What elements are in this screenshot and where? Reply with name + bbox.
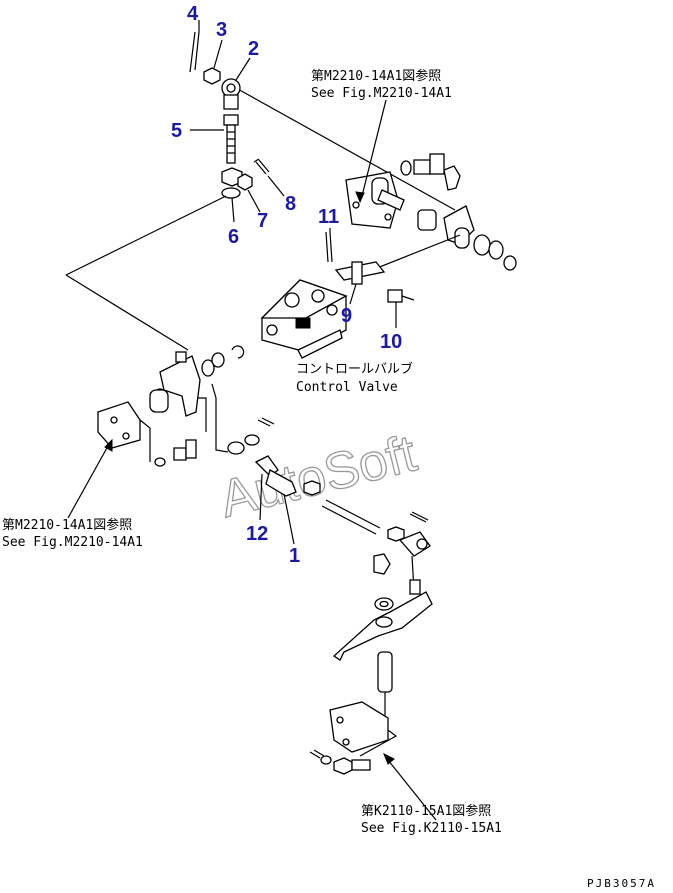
reference-notes: 第M2210-14A1図参照 See Fig.M2210-14A1 コントロール…	[2, 68, 656, 890]
lower-lever	[309, 511, 433, 775]
callout-12: 12	[246, 523, 268, 545]
callout-6: 6	[228, 226, 239, 248]
left-linkage	[97, 345, 405, 542]
ref-top-en: See Fig.M2210-14A1	[311, 86, 452, 101]
callout-9: 9	[341, 305, 352, 327]
top-linkage	[65, 31, 456, 351]
control-valve-en: Control Valve	[296, 380, 398, 395]
reference-leaders	[67, 99, 437, 821]
callout-3: 3	[216, 19, 227, 41]
ref-left-jp: 第M2210-14A1図参照	[2, 517, 132, 533]
callout-5: 5	[171, 120, 182, 142]
control-valve-jp: コントロールバルブ	[296, 361, 413, 377]
callout-2: 2	[248, 38, 259, 60]
ref-bottom-jp: 第K2110-15A1図参照	[361, 803, 491, 819]
callout-11: 11	[318, 206, 339, 228]
ref-top-jp: 第M2210-14A1図参照	[311, 68, 441, 84]
callout-1: 1	[289, 545, 300, 567]
top-right-bracket	[345, 153, 517, 271]
control-valve	[260, 231, 461, 359]
callout-8: 8	[285, 193, 296, 215]
ref-left-en: See Fig.M2210-14A1	[2, 535, 143, 550]
ref-bottom-en: See Fig.K2110-15A1	[361, 821, 502, 836]
callout-10: 10	[380, 331, 402, 353]
callout-numbers: 4 3 2 5 6 7 8 11 9 10 12 1	[171, 3, 402, 567]
callout-7: 7	[257, 210, 268, 232]
callout-4: 4	[187, 3, 199, 25]
callout-leaders	[190, 20, 397, 545]
drawing-code: PJB3057A	[587, 877, 656, 890]
